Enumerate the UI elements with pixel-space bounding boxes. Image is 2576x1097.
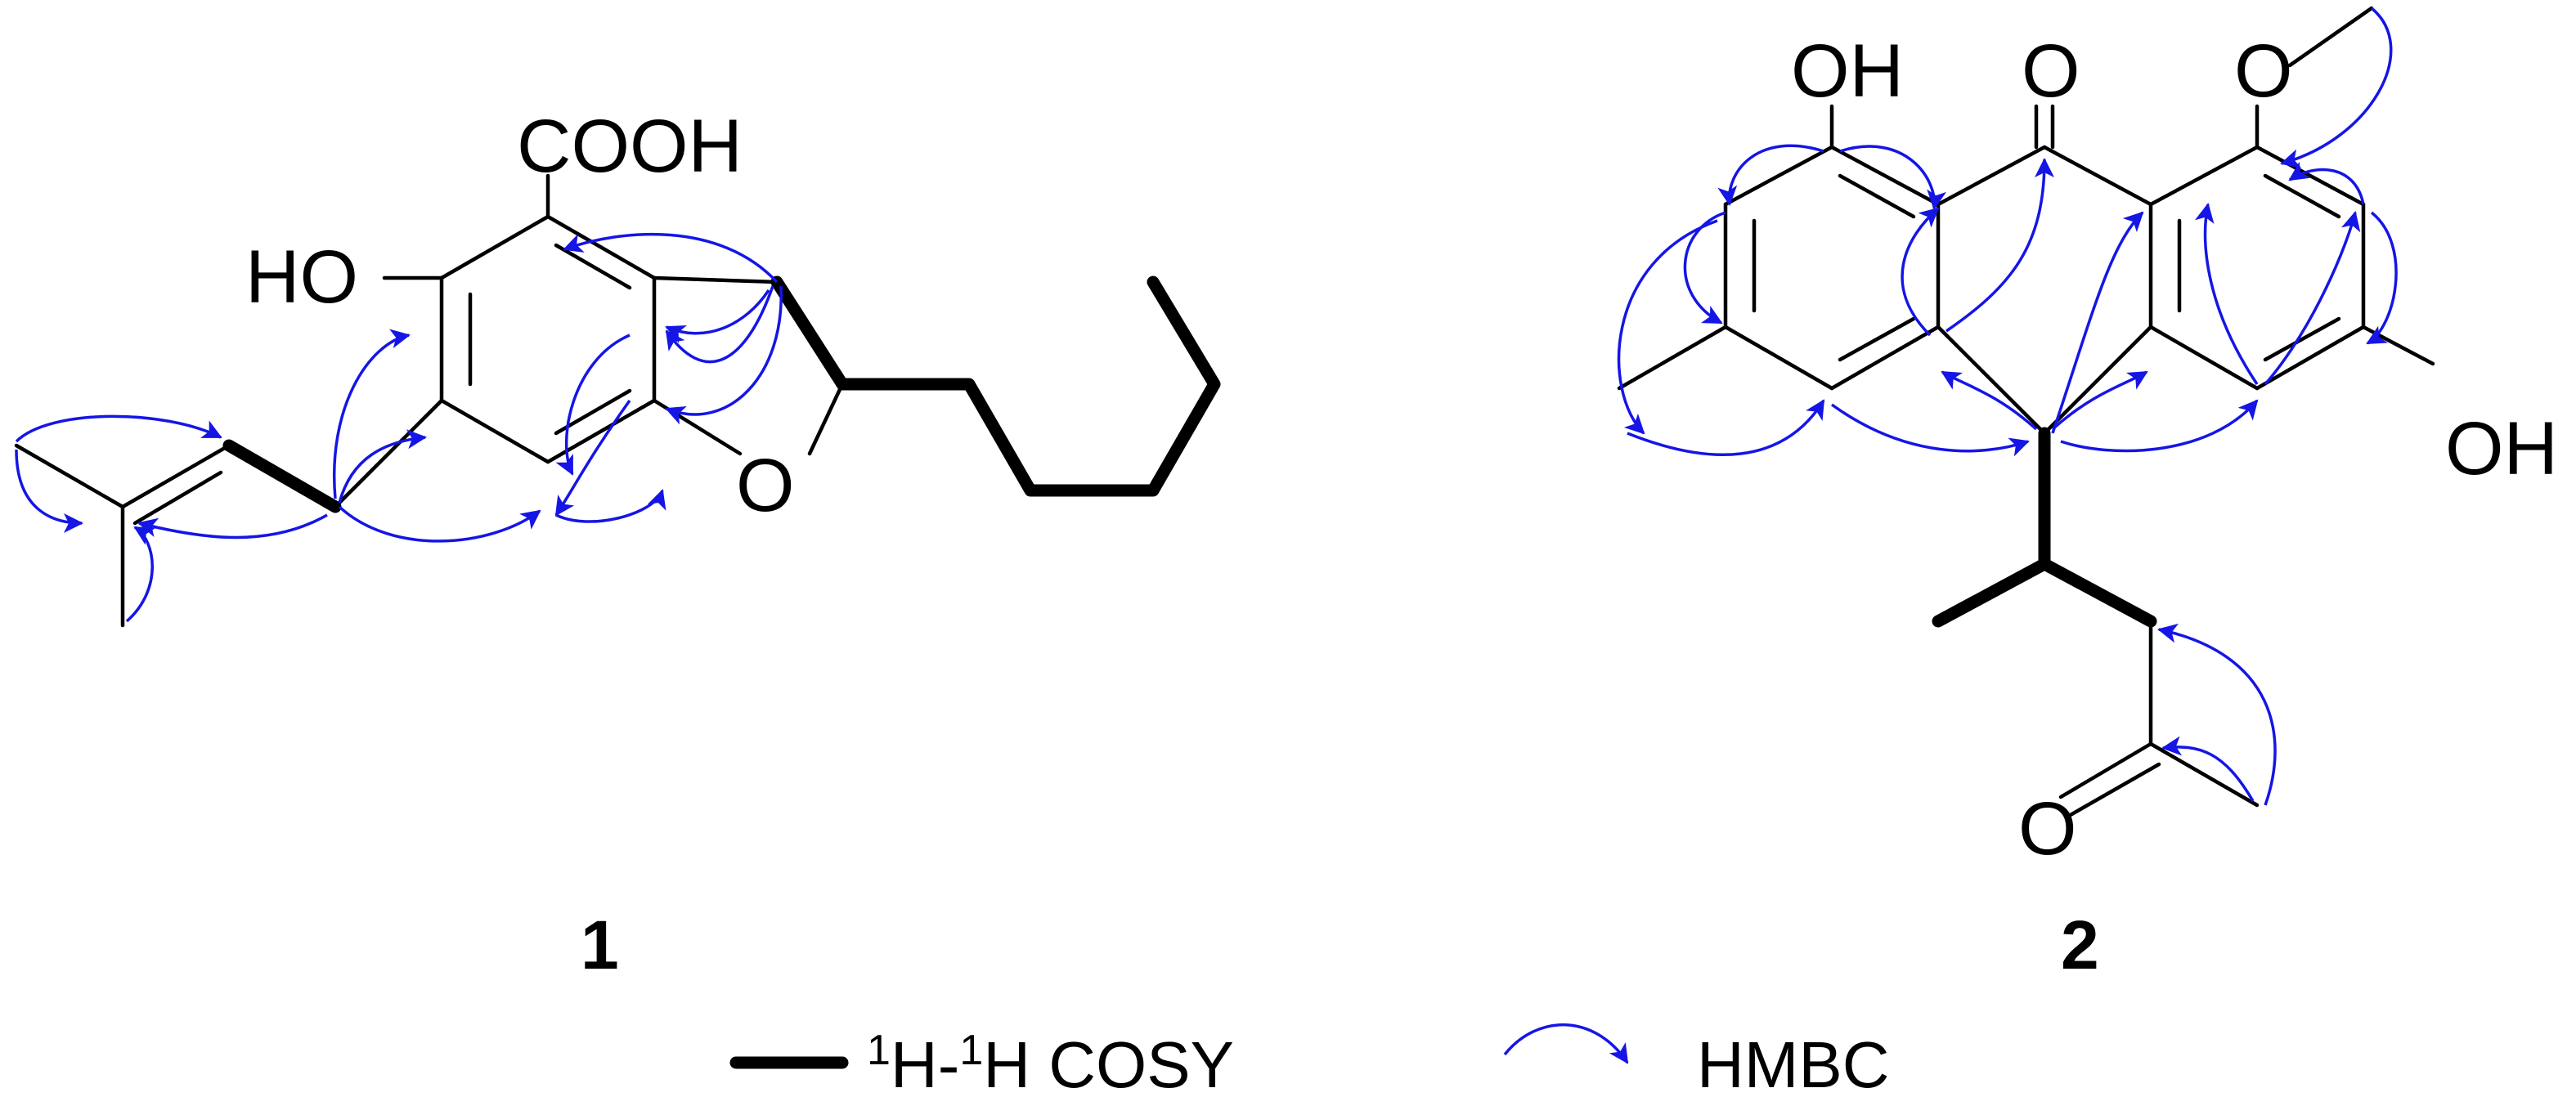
hydroxyl-label: HO bbox=[245, 235, 358, 319]
compound-2-hydroxyl-top: OH bbox=[1791, 29, 1904, 113]
compound-2-right-ring bbox=[2148, 145, 2366, 391]
compound-2-hmbc-arrows bbox=[1617, 7, 2398, 806]
compound-2-left-ring bbox=[1723, 145, 1941, 391]
cosy-bond-c3-c2 bbox=[770, 275, 849, 391]
ring-oxygen-label: O bbox=[736, 444, 795, 527]
legend: 1H-1H COSY HMBC bbox=[729, 1023, 1890, 1097]
compound-2-ketone-side: O bbox=[2018, 787, 2077, 871]
compound-1-structure: COOH HO O bbox=[14, 105, 1221, 628]
compound-1-label: 1 bbox=[581, 907, 619, 983]
compound-2-structure: OH O O OH O bbox=[1617, 6, 2558, 871]
cosy-side-chain bbox=[1932, 427, 2051, 628]
cosy-hexyl-chain bbox=[836, 275, 1221, 497]
cosy-side-chain-ch2 bbox=[2038, 557, 2157, 628]
legend-hmbc-swatch bbox=[1503, 1023, 1629, 1064]
carboxyl-label: COOH bbox=[517, 105, 743, 188]
compound-2-hydroxyl-right: OH bbox=[2445, 407, 2558, 490]
legend-cosy-label: 1H-1H COSY bbox=[867, 1027, 1234, 1097]
cosy-prenyl bbox=[222, 439, 342, 513]
compound-2-ketone-top: O bbox=[2022, 29, 2080, 113]
compound-1-hmbc-arrows bbox=[15, 232, 783, 623]
compound-2-methoxy-oxygen: O bbox=[2234, 29, 2293, 113]
legend-hmbc-label: HMBC bbox=[1697, 1028, 1890, 1097]
compound-2-label: 2 bbox=[2061, 907, 2099, 983]
